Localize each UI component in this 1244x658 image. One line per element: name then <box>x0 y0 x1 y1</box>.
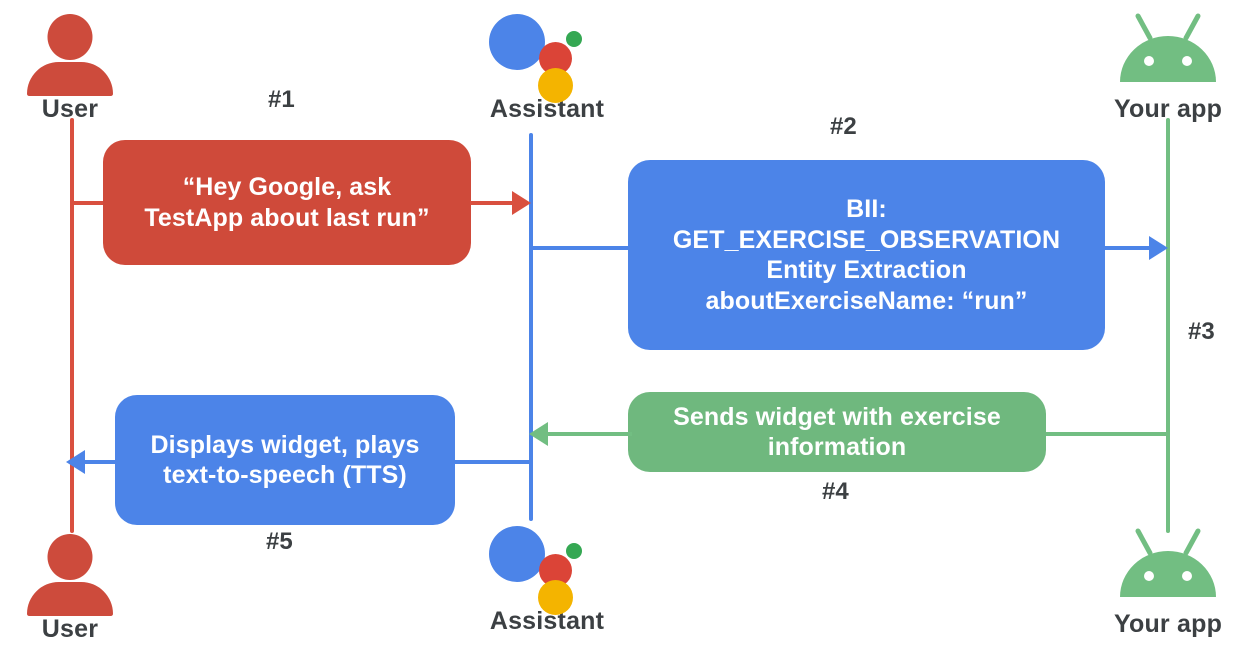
actor-label-your-app: Your app <box>1113 610 1223 638</box>
assistant-yellow-dot-icon <box>538 580 573 615</box>
actor-user-top: User <box>0 8 155 124</box>
user-head-shape <box>47 534 93 580</box>
connector-user-to-msg1 <box>70 201 120 205</box>
step-label-1: #1 <box>268 86 295 113</box>
step-label-2: #2 <box>830 113 857 140</box>
actor-label-your-app: Your app <box>1113 95 1223 123</box>
user-body-shape <box>27 62 113 96</box>
actor-assistant-bottom: Assistant <box>462 520 632 636</box>
actor-your-app-top: Your app <box>1083 8 1244 124</box>
arrow-head-1 <box>512 191 531 215</box>
android-robot-icon <box>1120 528 1216 597</box>
message-box-2[interactable]: BII: GET_EXERCISE_OBSERVATION Entity Ext… <box>628 160 1105 350</box>
connector-assistant-to-msg2 <box>529 246 634 250</box>
assistant-blue-dot-icon <box>489 526 545 582</box>
connector-app-to-msg4 <box>1044 432 1168 436</box>
android-robot-icon <box>1120 13 1216 82</box>
actor-user-bottom: User <box>0 528 155 644</box>
arrow-head-3 <box>1149 236 1168 260</box>
step-label-4: #4 <box>822 478 849 505</box>
message-text-5: Displays widget, plays text-to-speech (T… <box>150 430 420 490</box>
arrow-head-5 <box>66 450 85 474</box>
user-person-icon <box>0 8 155 96</box>
message-text-1: “Hey Google, ask TestApp about last run” <box>144 173 430 232</box>
lifeline-your-app <box>1166 118 1170 533</box>
user-body-shape <box>27 582 113 616</box>
google-assistant-icon <box>462 8 632 103</box>
arrow-head-4 <box>529 422 548 446</box>
message-text-4: Sends widget with exercise information <box>673 402 1001 462</box>
arrow-line-4 <box>548 432 632 436</box>
arrow-line-1 <box>470 201 525 205</box>
google-assistant-icon <box>462 520 632 615</box>
actor-label-user: User <box>41 615 99 643</box>
lifeline-user <box>70 118 74 533</box>
assistant-green-dot-icon <box>566 543 582 559</box>
message-box-4[interactable]: Sends widget with exercise information <box>628 392 1046 472</box>
actor-label-user: User <box>41 95 99 123</box>
assistant-blue-dot-icon <box>489 14 545 70</box>
actor-your-app-bottom: Your app <box>1083 523 1244 639</box>
message-text-2: BII: GET_EXERCISE_OBSERVATION Entity Ext… <box>672 195 1061 315</box>
actor-assistant-top: Assistant <box>462 8 632 124</box>
arrow-line-3 <box>1100 246 1162 250</box>
connector-assistant-to-msg5 <box>455 460 533 464</box>
user-head-shape <box>47 14 93 60</box>
assistant-green-dot-icon <box>566 31 582 47</box>
message-box-1[interactable]: “Hey Google, ask TestApp about last run” <box>103 140 471 265</box>
user-person-icon <box>0 528 155 616</box>
step-label-3: #3 <box>1188 318 1215 345</box>
message-box-5[interactable]: Displays widget, plays text-to-speech (T… <box>115 395 455 525</box>
lifeline-assistant <box>529 133 533 521</box>
step-label-5: #5 <box>266 528 293 555</box>
assistant-yellow-dot-icon <box>538 68 573 103</box>
arrow-line-5 <box>70 460 120 464</box>
